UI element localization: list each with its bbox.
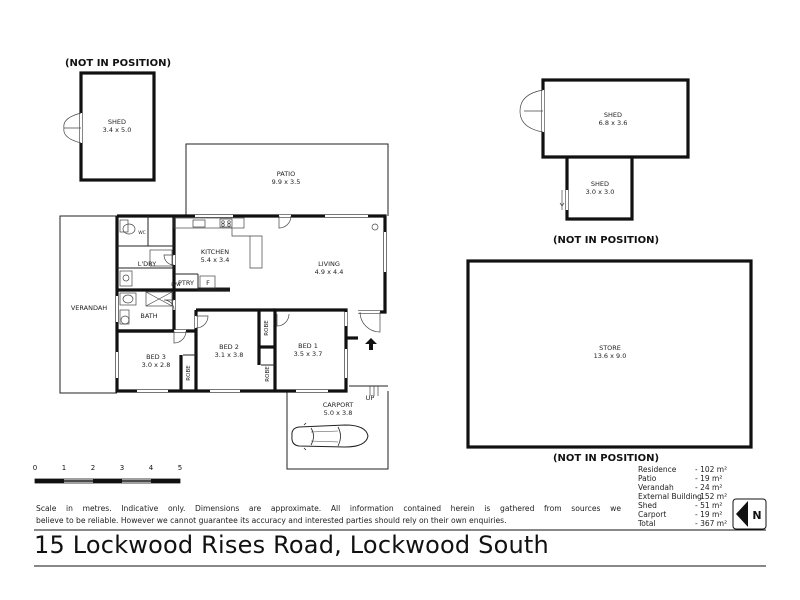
interior-thin-walls	[117, 216, 275, 366]
area-label: Residence	[638, 465, 677, 474]
area-value: - 51 m²	[695, 501, 722, 510]
scale-tick: 0	[33, 464, 37, 472]
area-table: Residence - 102 m² Patio - 19 m² Veranda…	[637, 465, 727, 528]
steps	[349, 385, 388, 396]
property-address: 15 Lockwood Rises Road, Lockwood South	[34, 531, 549, 559]
bed1-dims: 3.5 x 3.7	[294, 350, 323, 358]
laundry-fixtures	[119, 249, 173, 287]
fridge-label: F	[206, 279, 210, 287]
robe-label-bed1: ROBE	[265, 366, 271, 382]
pantry-label: PTRY	[178, 279, 194, 287]
kitchen-fixtures	[173, 217, 263, 291]
patio-dims: 9.9 x 3.5	[272, 178, 301, 186]
living-dims: 4.9 x 4.4	[315, 268, 344, 276]
doors	[163, 214, 381, 344]
bed2-name: BED 2	[219, 343, 239, 351]
area-value: - 367 m²	[695, 519, 727, 528]
dishwasher-label: D/W	[171, 282, 181, 288]
shed-c-dims: 3.0 x 3.0	[586, 188, 615, 196]
bed1-name: BED 1	[298, 342, 318, 350]
robe-label-bed3: ROBE	[186, 365, 192, 381]
scale-tick: 1	[62, 464, 66, 472]
not-in-position-label: (NOT IN POSITION)	[65, 58, 171, 69]
scale-tick: 5	[178, 464, 182, 472]
shed-b-name: SHED	[604, 111, 622, 119]
laundry-label: L'DRY	[138, 260, 157, 268]
verandah-label: VERANDAH	[71, 304, 107, 312]
entrance-arrow-icon	[365, 338, 377, 350]
scale-tick: 3	[120, 464, 124, 472]
compass-icon: N	[732, 498, 767, 530]
area-label: Patio	[638, 474, 657, 483]
store: STORE 13.6 x 9.0	[466, 259, 753, 449]
scale-tick: 2	[91, 464, 95, 472]
bed2-dims: 3.1 x 3.8	[215, 351, 244, 359]
bath-label: BATH	[140, 312, 157, 320]
area-label: External Building	[638, 492, 702, 501]
not-in-position-label: (NOT IN POSITION)	[553, 453, 659, 464]
heater-icon	[371, 223, 379, 231]
wc-label: WC	[138, 230, 146, 236]
disclaimer-line: Scale in metres. Indicative only. Dimens…	[36, 504, 621, 513]
area-value: - 19 m²	[695, 510, 722, 519]
bed3-dims: 3.0 x 2.8	[142, 361, 171, 369]
bath-fixtures	[119, 291, 173, 325]
disclaimer-line: believe to be reliable. However we canno…	[36, 516, 507, 525]
compass-letter: N	[752, 509, 761, 522]
shed-b: SHED 6.8 x 3.6	[519, 78, 690, 159]
store-name: STORE	[599, 344, 621, 352]
bed3-name: BED 3	[146, 353, 166, 361]
verandah-outline	[59, 215, 117, 394]
scale-bar: 0 1 2 3 4 5	[33, 464, 182, 484]
living-name: LIVING	[318, 260, 340, 268]
shed-c: SHED 3.0 x 3.0	[559, 157, 634, 221]
area-value: - 102 m²	[695, 465, 727, 474]
scale-tick: 4	[149, 464, 154, 472]
area-label: Shed	[638, 501, 657, 510]
robe-label-bed2: ROBE	[264, 320, 270, 336]
windows	[115, 214, 387, 393]
kitchen-name: KITCHEN	[201, 248, 229, 256]
area-label: Total	[637, 519, 656, 528]
not-in-position-label: (NOT IN POSITION)	[553, 235, 659, 246]
carport-outline	[286, 391, 389, 470]
car-icon	[291, 422, 369, 451]
area-label: Verandah	[638, 483, 674, 492]
up-label: UP	[366, 394, 375, 402]
shed-a-dims: 3.4 x 5.0	[103, 126, 132, 134]
area-value: - 24 m²	[695, 483, 722, 492]
shed-a-name: SHED	[108, 118, 126, 126]
shed-a: SHED 3.4 x 5.0	[63, 71, 156, 182]
area-value: - 19 m²	[695, 474, 722, 483]
shed-b-dims: 6.8 x 3.6	[599, 119, 628, 127]
carport-dims: 5.0 x 3.8	[324, 409, 353, 417]
store-dims: 13.6 x 9.0	[594, 352, 627, 360]
area-label: Carport	[638, 510, 666, 519]
carport-name: CARPORT	[323, 401, 354, 409]
area-value: - 152 m²	[695, 492, 727, 501]
patio-outline	[185, 143, 389, 216]
shed-c-name: SHED	[591, 180, 609, 188]
wc-fixtures	[119, 219, 136, 235]
patio-name: PATIO	[277, 170, 295, 178]
disclaimer-text: Scale in metres. Indicative only. Dimens…	[36, 503, 621, 527]
kitchen-dims: 5.4 x 3.4	[201, 256, 230, 264]
